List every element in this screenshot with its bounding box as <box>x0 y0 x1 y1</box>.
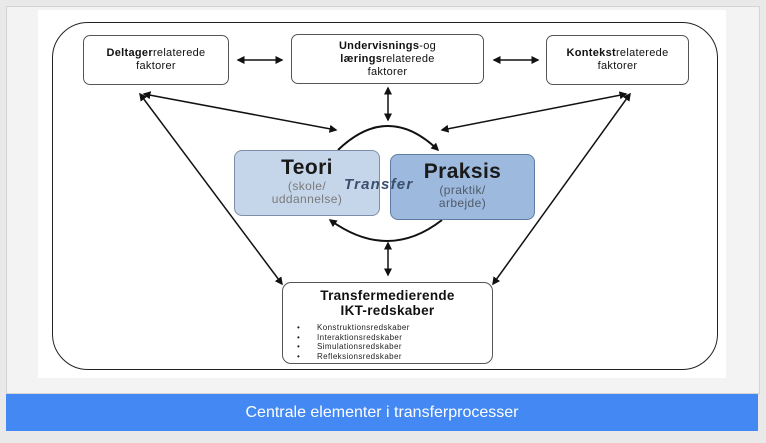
arrow-left-bottom <box>139 92 283 286</box>
bullet-icon: • <box>297 342 301 351</box>
bullet-icon: • <box>297 351 301 361</box>
practice-sub2: arbejde) <box>438 196 487 210</box>
practice-sub1: (praktik/ <box>439 183 486 197</box>
context-line2: faktorer <box>597 60 638 72</box>
caption-bar: Centrale elementer i transferprocesser <box>6 394 758 431</box>
theory-box: Teori (skole/ uddannelse) <box>234 150 380 216</box>
learning-bold-text: lærings <box>340 52 383 65</box>
participant-bold-text: Deltager <box>106 47 153 59</box>
transfer-label: Transfer <box>344 176 414 193</box>
teaching-learning-factors-box: Undervisnings-og læringsrelaterede fakto… <box>291 34 484 84</box>
participant-factors-box: Deltagerrelaterede faktorer <box>83 35 229 85</box>
ict-tools-box: Transfermedierende IKT-redskaber • Konstr… <box>282 282 493 364</box>
list-item: • Interaktionsredskaber <box>297 333 410 343</box>
list-item: • Refleksionsredskaber <box>297 352 410 362</box>
teaching-bold-text: Undervisnings <box>338 39 420 52</box>
arrow-right-cycle <box>440 91 628 133</box>
arrow-right-bottom <box>492 92 631 286</box>
theory-sub1: (skole/ <box>287 179 327 193</box>
participant-line2: faktorer <box>136 60 176 72</box>
context-bold-text: Kontekst <box>566 47 616 59</box>
participant-rest-text: relaterede <box>152 47 206 59</box>
context-rest-text: relaterede <box>615 47 669 59</box>
practice-box: Praksis (praktik/ arbejde) <box>390 154 535 220</box>
tool-reflection: Refleksionsredskaber <box>317 351 402 361</box>
diagram-outer-border <box>52 22 718 370</box>
tool-simulation: Simulationsredskaber <box>317 342 402 351</box>
bullet-icon: • <box>297 332 301 342</box>
teaching-line3: faktorer <box>367 65 408 78</box>
cycle-arc-bottom <box>328 219 443 242</box>
list-item: • Konstruktionsredskaber <box>297 323 410 333</box>
tool-construction: Konstruktionsredskaber <box>317 323 410 332</box>
theory-sub2: uddannelse) <box>271 192 343 206</box>
context-factors-box: Kontekstrelaterede faktorer <box>546 35 689 85</box>
cycle-arc-top <box>337 125 440 152</box>
practice-title: Praksis <box>423 160 502 183</box>
teaching-rest-text: -og <box>419 39 437 52</box>
ict-title-line2: IKT-redskaber <box>340 303 435 318</box>
caption-text: Centrale elementer i transferprocesser <box>245 403 519 421</box>
list-item: • Simulationsredskaber <box>297 342 410 352</box>
bullet-icon: • <box>297 323 301 332</box>
theory-title: Teori <box>281 156 333 179</box>
ict-tools-list: • Konstruktionsredskaber • Interaktionsred… <box>297 323 410 361</box>
learning-rest-text: relaterede <box>382 52 435 65</box>
arrow-left-cycle <box>142 91 338 133</box>
ict-title-line1: Transfermedierende <box>320 288 455 303</box>
tool-interaction: Interaktionsredskaber <box>317 332 403 342</box>
